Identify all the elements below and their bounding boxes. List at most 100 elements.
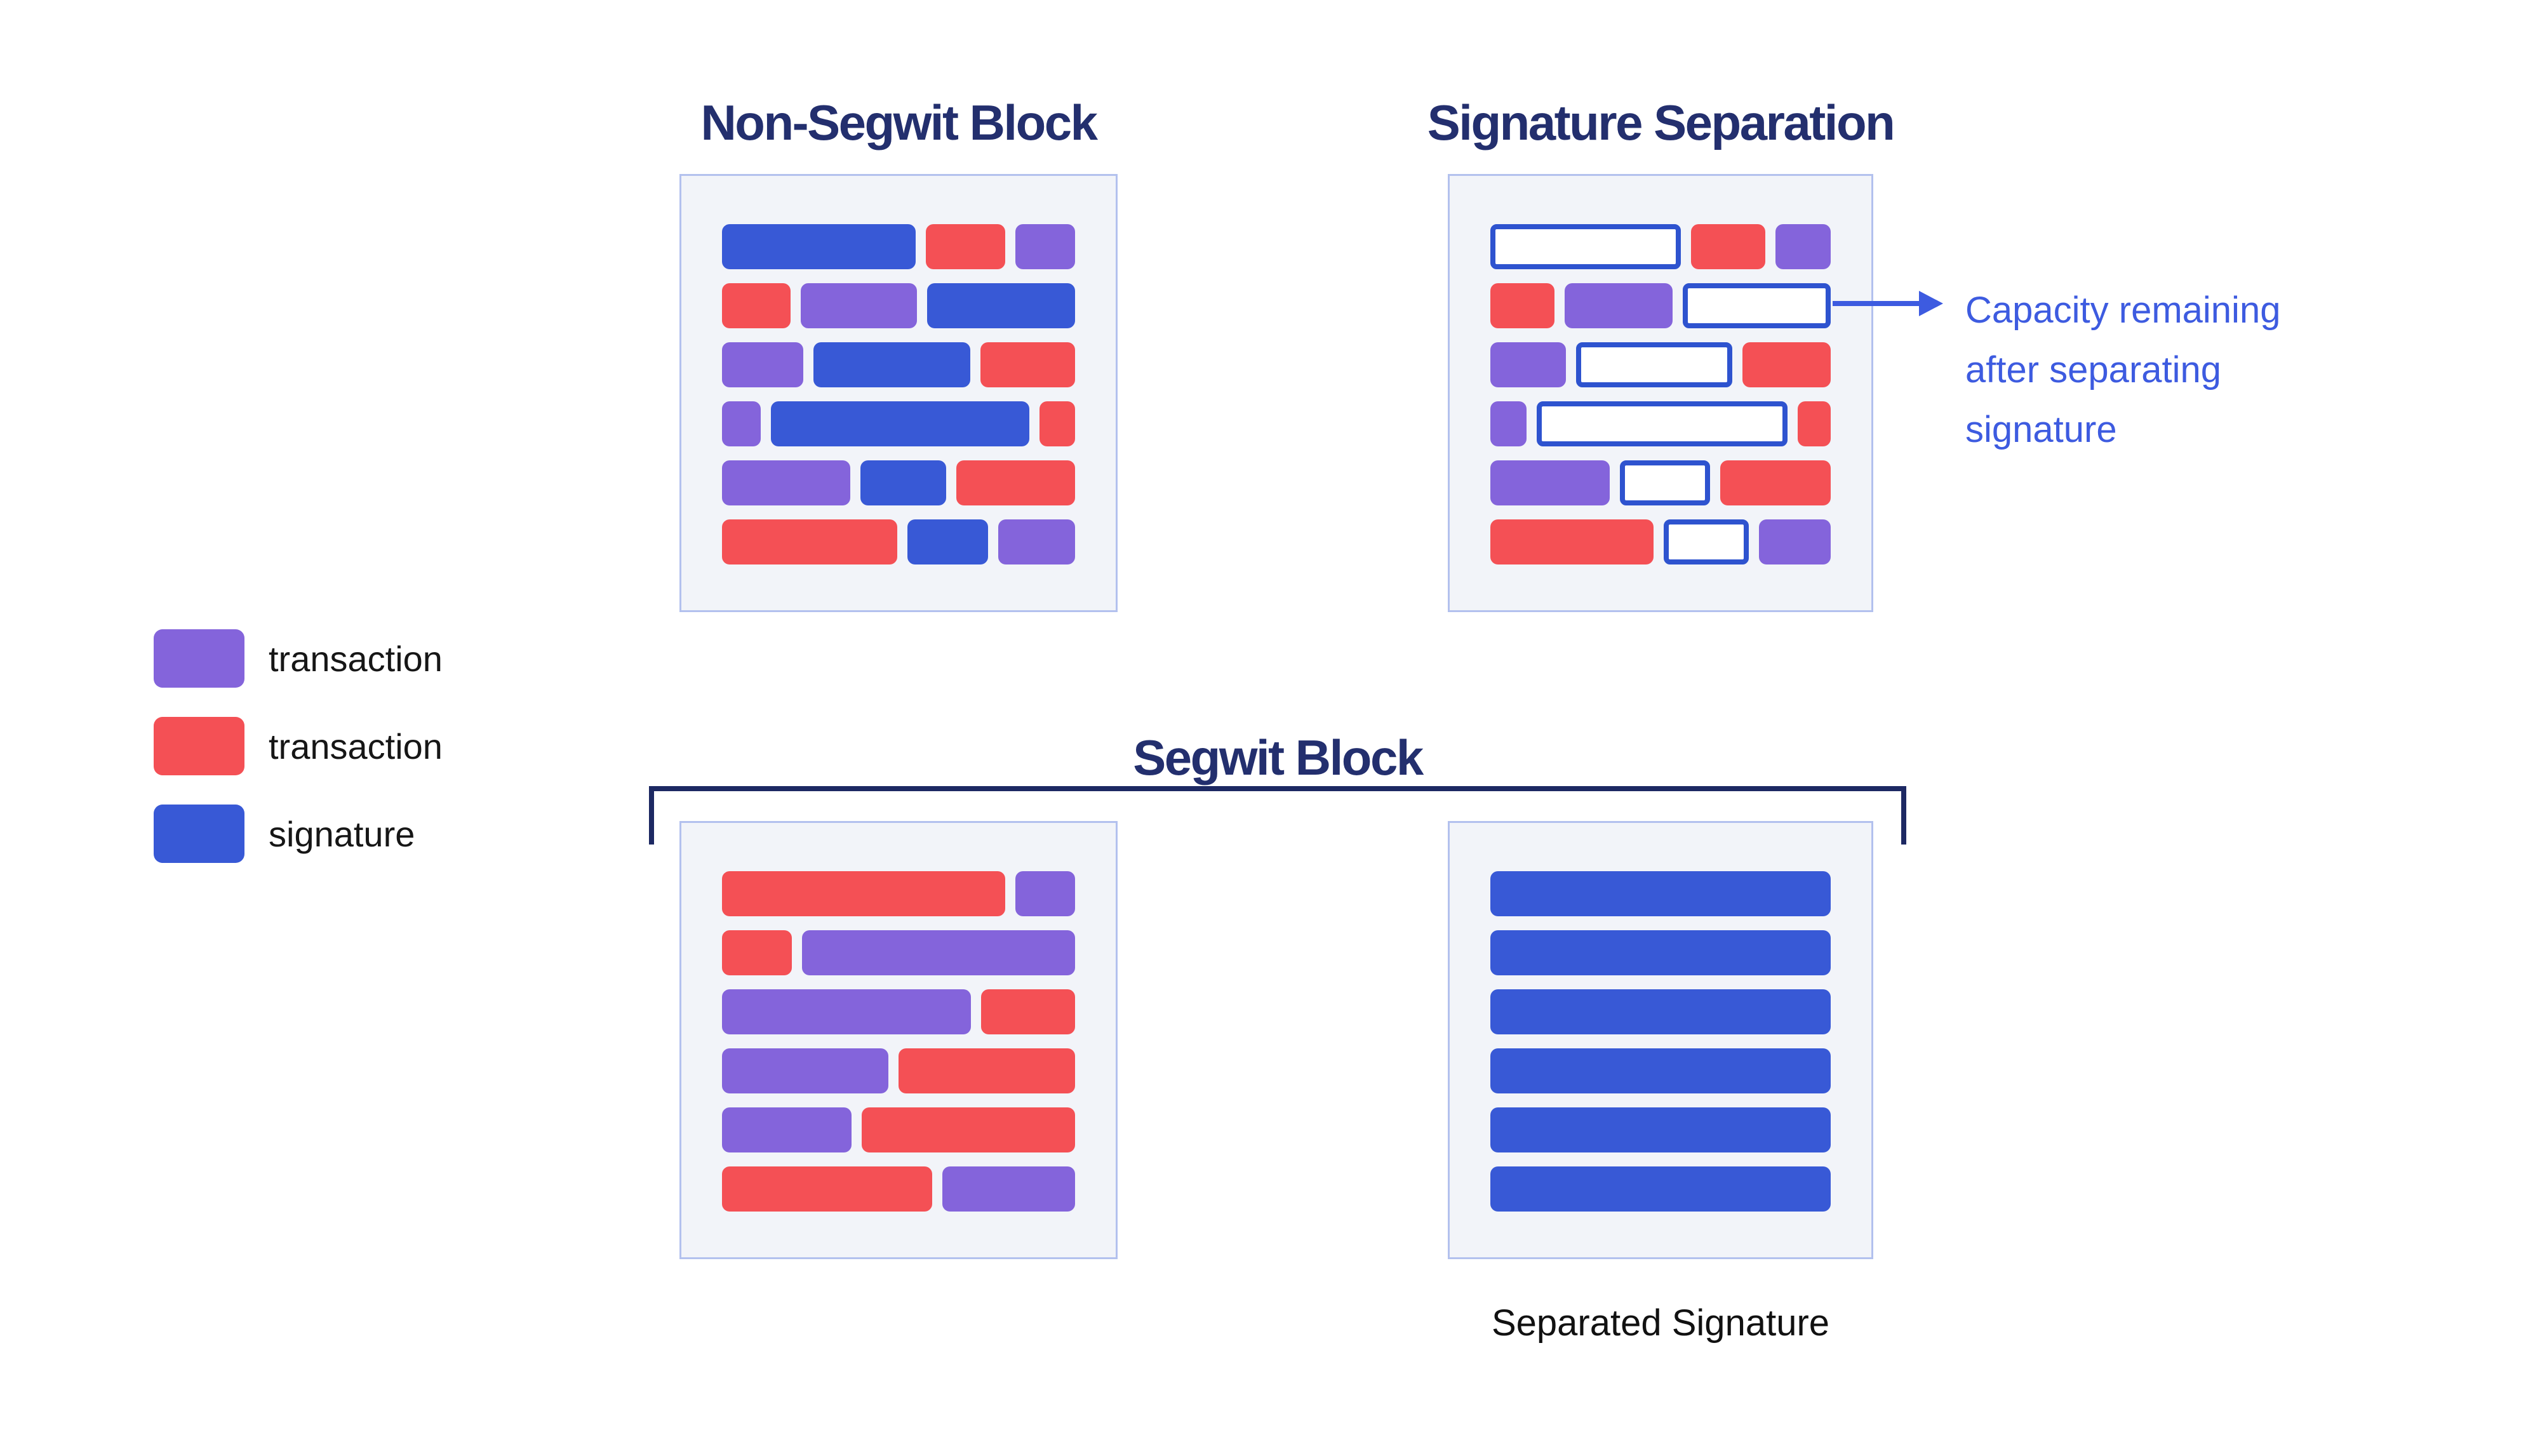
red-transaction-bar	[926, 224, 1006, 269]
purple-transaction-bar	[998, 519, 1076, 564]
red-transaction-bar	[1720, 460, 1831, 505]
legend-label: transaction	[269, 726, 443, 766]
purple-transaction-bar	[722, 401, 761, 446]
red-transaction-bar	[1798, 401, 1831, 446]
block-row	[722, 460, 1075, 505]
purple-transaction-bar	[801, 283, 917, 328]
signature-bar	[1490, 1048, 1831, 1093]
separated-signature-slot-bar	[1664, 519, 1749, 564]
purple-transaction-bar	[1490, 401, 1527, 446]
red-transaction-bar	[1490, 283, 1554, 328]
block-row	[1490, 224, 1831, 269]
signature-bar	[1490, 871, 1831, 916]
red-transaction-bar	[722, 519, 898, 564]
capacity-annotation-line: signature	[1965, 409, 2117, 450]
block-row	[722, 401, 1075, 446]
block-row	[722, 224, 1075, 269]
legend: transaction transaction signature	[154, 629, 443, 863]
signature-bar	[1490, 989, 1831, 1034]
capacity-arrow-line	[1833, 301, 1922, 306]
purple-transaction-bar	[1490, 342, 1567, 387]
block-row	[1490, 519, 1831, 564]
red-transaction-bar	[1490, 519, 1654, 564]
block-row	[1490, 871, 1831, 916]
purple-transaction-bar	[722, 1107, 852, 1152]
block-row	[722, 930, 1075, 975]
red-transaction-swatch	[154, 717, 244, 775]
capacity-annotation-line: after separating	[1965, 349, 2222, 391]
purple-transaction-bar	[722, 460, 850, 505]
purple-transaction-bar	[722, 1048, 888, 1093]
red-transaction-bar	[980, 342, 1075, 387]
legend-label: signature	[269, 813, 415, 854]
signature-bar	[926, 283, 1075, 328]
non-segwit-block-box	[679, 174, 1118, 612]
purple-transaction-bar	[942, 1166, 1075, 1212]
signature-bar	[1490, 1166, 1831, 1212]
legend-label: transaction	[269, 638, 443, 679]
capacity-arrow-icon	[1919, 291, 1943, 316]
capacity-annotation: Capacity remaining after separating sign…	[1965, 281, 2280, 460]
segwit-block-left-box	[679, 821, 1118, 1259]
block-row	[1490, 1166, 1831, 1212]
purple-transaction-bar	[1015, 224, 1075, 269]
red-transaction-bar	[1742, 342, 1831, 387]
signature-bar	[860, 460, 946, 505]
purple-transaction-bar	[722, 989, 971, 1034]
blue-signature-swatch	[154, 805, 244, 863]
red-transaction-bar	[1691, 224, 1765, 269]
block-row	[722, 1107, 1075, 1152]
purple-transaction-bar	[1490, 460, 1610, 505]
signature-bar	[907, 519, 989, 564]
signature-bar	[813, 342, 970, 387]
red-transaction-bar	[722, 1166, 933, 1212]
purple-transaction-bar	[1775, 224, 1831, 269]
purple-transaction-bar	[722, 342, 803, 387]
block-row	[722, 283, 1075, 328]
separated-signature-slot-bar	[1620, 460, 1710, 505]
block-row	[722, 1166, 1075, 1212]
signature-bar	[1490, 930, 1831, 975]
purple-transaction-bar	[1564, 283, 1673, 328]
signature-separation-box	[1448, 174, 1873, 612]
red-transaction-bar	[722, 871, 1006, 916]
red-transaction-bar	[980, 989, 1075, 1034]
segwit-block-right-box	[1448, 821, 1873, 1259]
block-row	[1490, 930, 1831, 975]
block-row	[1490, 401, 1831, 446]
capacity-annotation-line: Capacity remaining	[1965, 290, 2281, 331]
block-row	[722, 1048, 1075, 1093]
block-row	[1490, 1048, 1831, 1093]
red-transaction-bar	[722, 283, 791, 328]
purple-transaction-bar	[1759, 519, 1831, 564]
separated-signature-slot-bar	[1682, 283, 1831, 328]
separated-signature-caption: Separated Signature	[1491, 1302, 1830, 1344]
block-row	[722, 342, 1075, 387]
signature-bar	[722, 224, 916, 269]
legend-item-transaction-red: transaction	[154, 717, 443, 775]
separated-signature-slot-bar	[1576, 342, 1732, 387]
purple-transaction-bar	[802, 930, 1075, 975]
block-row	[722, 519, 1076, 564]
segwit-block-title: Segwit Block	[1133, 730, 1424, 785]
separated-signature-slot-bar	[1490, 224, 1681, 269]
block-row	[1490, 460, 1831, 505]
signature-bar	[1490, 1107, 1831, 1152]
block-row	[1490, 283, 1831, 328]
legend-item-transaction-purple: transaction	[154, 629, 443, 688]
signature-separation-title: Signature Separation	[1427, 95, 1895, 150]
block-row	[1490, 342, 1831, 387]
purple-transaction-swatch	[154, 629, 244, 688]
red-transaction-bar	[862, 1107, 1075, 1152]
purple-transaction-bar	[1015, 871, 1075, 916]
segwit-block-bracket	[649, 786, 1906, 845]
legend-item-signature-blue: signature	[154, 805, 443, 863]
block-row	[1490, 989, 1831, 1034]
red-transaction-bar	[956, 460, 1075, 505]
separated-signature-slot-bar	[1537, 401, 1788, 446]
red-transaction-bar	[722, 930, 792, 975]
non-segwit-block-title: Non-Segwit Block	[700, 95, 1098, 150]
red-transaction-bar	[898, 1048, 1075, 1093]
block-row	[722, 989, 1075, 1034]
